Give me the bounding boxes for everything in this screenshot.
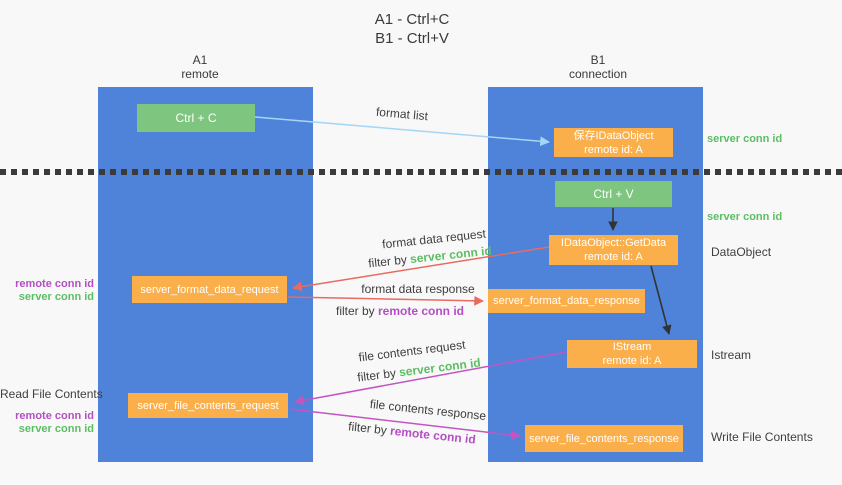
format-data-response-arrow [287,295,484,306]
node-ctrl-v: Ctrl + V [555,181,672,207]
node-server-file-contents-response: server_file_contents_response [525,425,683,452]
server-conn-id-left-1: server conn id [18,291,94,303]
dataobject-label: DataObject [711,245,772,259]
server-conn-id-right-label-2: server conn id [707,211,783,223]
column-a1-id: A1 [192,53,208,67]
save-idataobject-line2: remote id: A [584,143,643,156]
column-b1-subtitle: connection [568,67,628,81]
node-idataobject-getdata: IDataObject::GetData remote id: A [549,235,678,265]
title-line-1: A1 - Ctrl+C [374,11,450,28]
istream-side-label: Istream [711,348,752,362]
edge-label-format-list: format list [375,104,429,124]
server-conn-id-left-2: server conn id [18,423,94,435]
node-server-file-contents-request: server_file_contents_request [128,393,288,418]
filter-by-text: filter by [356,365,400,385]
node-server-format-data-request: server_format_data_request [132,276,287,303]
column-a1-subtitle: remote [181,67,219,81]
title-line-2: B1 - Ctrl+V [375,30,449,47]
ctrl-c-label: Ctrl + C [175,111,217,125]
getdata-line1: IDataObject::GetData [560,237,667,249]
edge-label-format-data-response: format data response [361,282,475,296]
filter-by-text: filter by [367,252,411,271]
server-format-data-request-label: server_format_data_request [140,283,279,296]
filter-by-text: filter by [347,419,391,438]
server-conn-id-text: server conn id [398,355,482,380]
node-save-idataobject: 保存IDataObject remote id: A [554,128,673,157]
edge-label-file-contents-response: file contents response [369,396,487,424]
diagram-title: A1 - Ctrl+C B1 - Ctrl+V [312,10,512,48]
remote-conn-id-text: remote conn id [389,423,477,447]
getdata-line2: remote id: A [584,251,643,263]
ctrl-v-label: Ctrl + V [593,187,634,201]
server-format-data-response-label: server_format_data_response [493,295,640,307]
node-server-format-data-response: server_format_data_response [488,289,645,313]
write-file-contents-label: Write File Contents [711,430,813,444]
remote-conn-id-left-1: remote conn id [15,278,94,290]
remote-conn-id-text: remote conn id [378,304,465,318]
server-file-contents-request-label: server_file_contents_request [137,399,279,412]
conn-id-pair-2: remote conn id server conn id [0,410,94,436]
conn-id-pair-1: remote conn id server conn id [0,278,94,304]
remote-conn-id-left-2: remote conn id [15,410,94,422]
column-header-b1: B1 connection [528,53,668,81]
phase-divider-dotted-line [0,169,842,175]
edge-label-filter-by-remote-1: filter by remote conn id [332,304,468,318]
node-ctrl-c: Ctrl + C [137,104,255,132]
node-istream: IStream remote id: A [567,340,697,368]
edge-label-filter-by-remote-2: filter by remote conn id [343,419,482,447]
server-file-contents-response-label: server_file_contents_response [529,432,679,445]
column-b1-id: B1 [590,53,606,67]
istream-line1: IStream [612,341,652,353]
server-conn-id-right-label-1: server conn id [707,133,783,145]
read-file-contents-label: Read File Contents [0,387,103,401]
save-idataobject-line1: 保存IDataObject [573,129,654,142]
filter-by-text: filter by [335,304,378,318]
column-header-a1: A1 remote [130,53,270,81]
istream-line2: remote id: A [602,355,662,367]
